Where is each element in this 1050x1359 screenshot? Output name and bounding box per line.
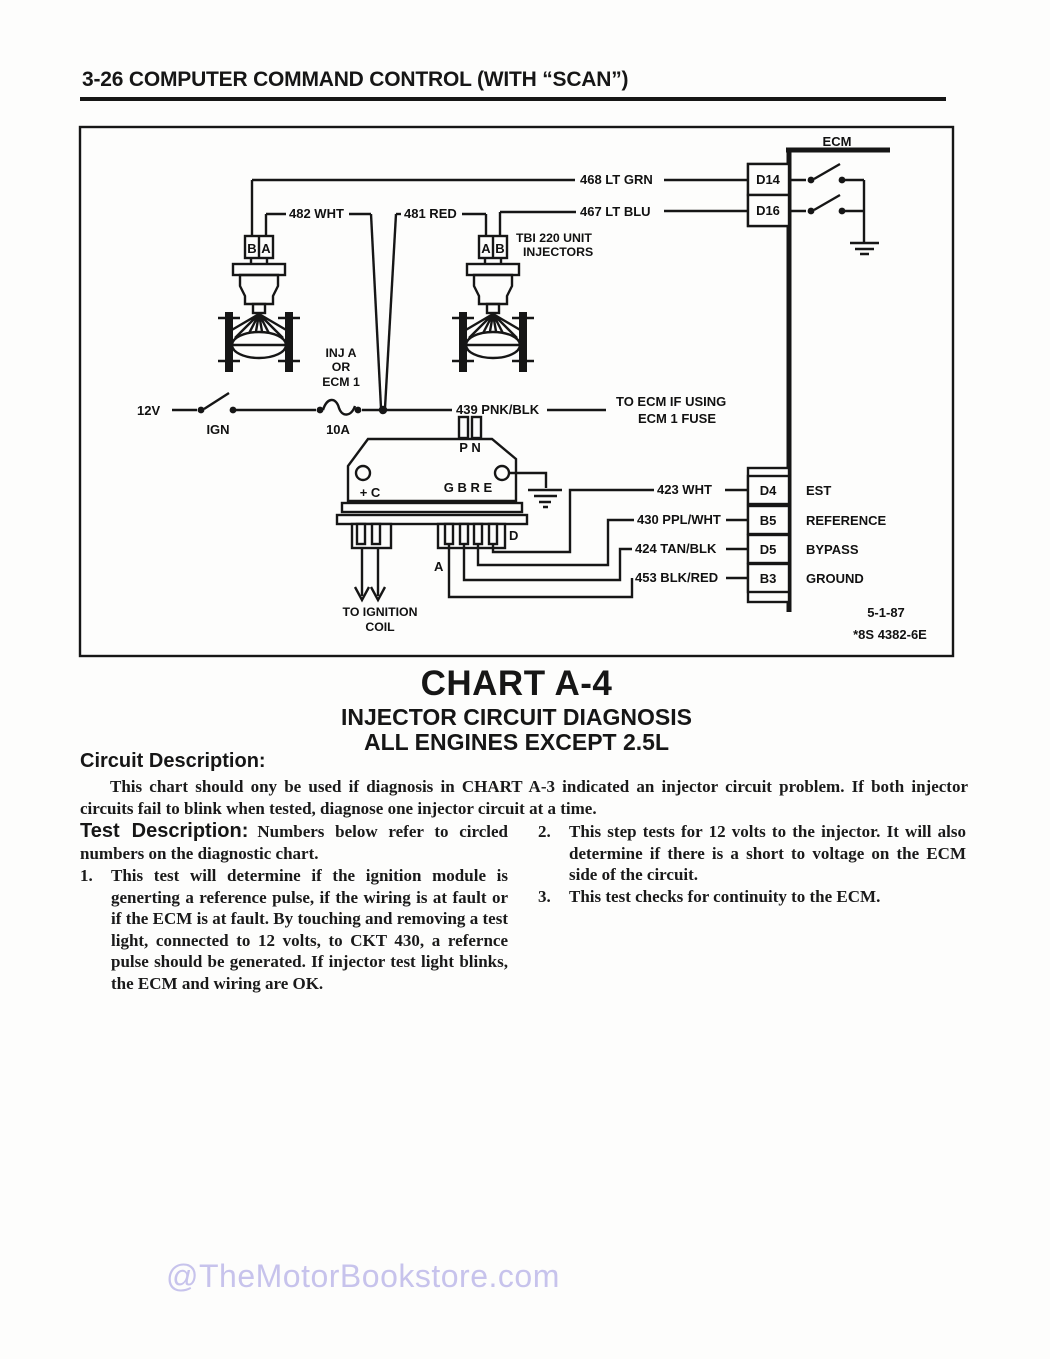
module-pn-label: P N (459, 440, 480, 455)
ign-label: IGN (206, 422, 229, 437)
test-description-intro-text: Numbers below refer to circled numbers o… (80, 822, 509, 863)
function-est: EST (806, 483, 831, 498)
terminal-d16: D16 (756, 203, 780, 218)
fuse-name-1: INJ A (326, 346, 357, 360)
module-pin-d-label: D (509, 528, 518, 543)
to-ecm-label-2: ECM 1 FUSE (638, 411, 716, 426)
wire-468 (250, 178, 748, 237)
terminal-d14: D14 (756, 172, 781, 187)
test-description-intro: Test Description:Numbers below refer to … (80, 820, 509, 864)
test-item-3-text: This test checks for continuity to the E… (569, 886, 881, 906)
chart-title: CHART A-4 (420, 664, 613, 703)
wire-467-label: 467 LT BLU (580, 204, 651, 219)
chart-subtitle-1: INJECTOR CIRCUIT DIAGNOSIS (341, 704, 692, 730)
wire-467 (498, 209, 748, 237)
wire-481-label: 481 RED (404, 206, 457, 221)
page-header: 3-26 COMPUTER COMMAND CONTROL (WITH “SCA… (82, 68, 629, 91)
watermark: @TheMotorBookstore.com (166, 1258, 560, 1294)
v12-label: 12V (137, 403, 160, 418)
fuse-rating-label: 10A (326, 422, 350, 437)
ignition-feed-line (172, 391, 606, 416)
circuit-description-heading: Circuit Description: (80, 750, 266, 772)
coil-label-1: TO IGNITION (343, 605, 418, 619)
terminal-strip-bottom (746, 466, 791, 604)
injector-left-pin-a: A (261, 241, 271, 256)
wire-482-label: 482 WHT (289, 206, 344, 221)
wire-453-label: 453 BLK/RED (635, 570, 718, 585)
tbi-label-2: INJECTORS (523, 245, 593, 259)
coil-arrows (353, 548, 387, 603)
module-plusc-label: + C (360, 485, 381, 500)
diagram-date: 5-1-87 (867, 605, 905, 620)
injector-right (450, 234, 536, 374)
wiring-diagram: ECM D14 D16 46 (78, 125, 955, 658)
test-item-1-number: 1. (80, 866, 93, 885)
test-description-heading: Test Description: (80, 820, 249, 842)
tbi-label-1: TBI 220 UNIT (516, 231, 592, 245)
test-description-left-column: Test Description:Numbers below refer to … (80, 820, 509, 994)
function-ground: GROUND (806, 571, 864, 586)
injector-left (216, 234, 302, 374)
diagram-docnum: *8S 4382-6E (853, 627, 927, 642)
test-item-1: 1. This test will determine if the ignit… (80, 865, 508, 994)
fuse-name-3: ECM 1 (322, 375, 360, 389)
wire-453 (447, 544, 748, 599)
terminal-d4: D4 (760, 483, 777, 498)
fuse-name-2: OR (332, 360, 351, 374)
ecm-label: ECM (823, 134, 852, 149)
wire-423-label: 423 WHT (657, 482, 712, 497)
header-rule (80, 97, 946, 101)
terminal-b3: B3 (760, 571, 777, 586)
wire-468-label: 468 LT GRN (580, 172, 653, 187)
wire-423 (491, 488, 748, 554)
ecm-internal-switches (789, 162, 879, 256)
function-reference: REFERENCE (806, 513, 887, 528)
terminal-d5: D5 (760, 542, 777, 557)
function-bypass: BYPASS (806, 542, 859, 557)
diagram-border (78, 125, 955, 658)
module-ground (509, 471, 562, 509)
test-item-2-number: 2. (538, 822, 551, 841)
test-item-3-number: 3. (538, 886, 551, 906)
test-description-section: Test Description:Numbers below refer to … (80, 820, 972, 994)
test-item-2: 2. This step tests for 12 volts to the i… (538, 821, 966, 886)
wire-430 (476, 518, 748, 567)
injector-left-pin-b: B (247, 241, 256, 256)
test-item-1-text: This test will determine if the ignition… (111, 866, 508, 993)
to-ecm-label-1: TO ECM IF USING (616, 394, 726, 409)
injector-right-pin-a: A (481, 241, 491, 256)
wire-430-label: 430 PPL/WHT (637, 512, 721, 527)
wire-482 (264, 212, 383, 409)
wire-424 (462, 544, 748, 582)
wire-424-label: 424 TAN/BLK (635, 541, 717, 556)
wire-481 (383, 212, 488, 409)
wire-439-label: 439 PNK/BLK (456, 402, 540, 417)
ignition-module (335, 415, 529, 550)
test-item-3: 3. This test checks for continuity to th… (538, 886, 966, 908)
injector-right-pin-b: B (495, 241, 504, 256)
test-item-2-text: This step tests for 12 volts to the inje… (569, 822, 966, 884)
coil-label-2: COIL (365, 620, 395, 634)
circuit-description-body: This chart should ony be used if diagnos… (80, 777, 968, 818)
test-description-right-column: 2. This step tests for 12 volts to the i… (538, 821, 966, 994)
chart-subtitle-2: ALL ENGINES EXCEPT 2.5L (363, 729, 670, 755)
module-gbre-label: G B R E (444, 480, 493, 495)
terminal-b5: B5 (760, 513, 777, 528)
module-pin-a-label: A (434, 559, 444, 574)
